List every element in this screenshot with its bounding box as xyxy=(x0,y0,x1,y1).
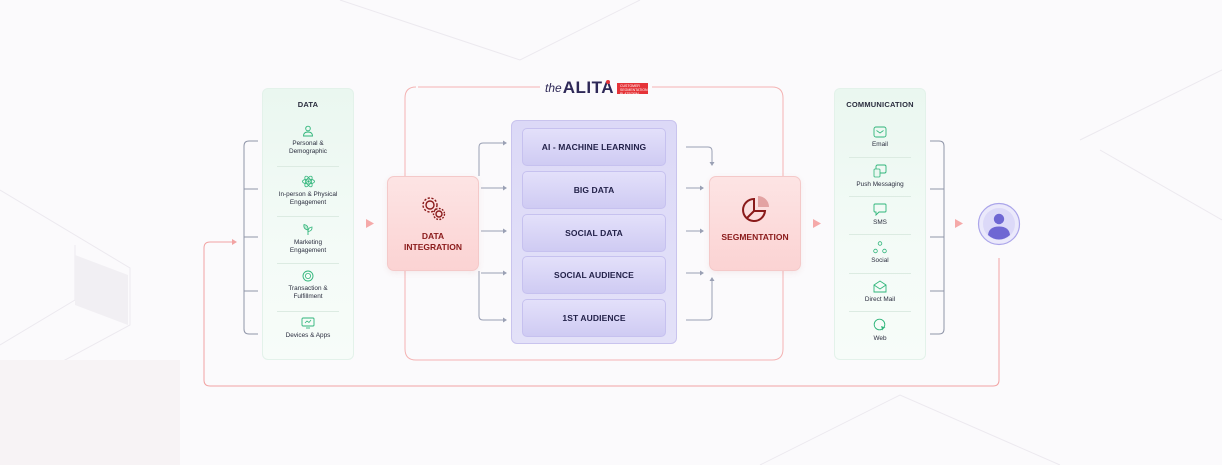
data-item-label: Transaction &Fulfillment xyxy=(288,285,328,300)
comm-item-label: SMS xyxy=(873,219,887,226)
user-avatar-icon xyxy=(977,202,1021,246)
comm-item-sms: SMS xyxy=(843,203,917,227)
data-item-transaction: Transaction &Fulfillment xyxy=(271,270,345,301)
stack-item-1st-audience: 1ST AUDIENCE xyxy=(522,299,666,337)
data-item-personal: Personal &Demographic xyxy=(271,125,345,156)
divider xyxy=(277,311,339,312)
integration-connectors xyxy=(478,142,503,321)
communication-bracket xyxy=(930,140,945,335)
monitor-icon xyxy=(301,317,315,329)
comm-item-label: Email xyxy=(872,141,888,148)
stack-item-social-audience: SOCIAL AUDIENCE xyxy=(522,256,666,294)
social-icon xyxy=(873,241,887,254)
integration-arrowheads xyxy=(503,140,507,323)
segmentation-arrowheads xyxy=(700,162,715,281)
stack-item-big-data: BIG DATA xyxy=(522,171,666,209)
comm-item-push: Push Messaging xyxy=(843,164,917,189)
comm-item-label: Direct Mail xyxy=(864,296,896,303)
sms-icon xyxy=(873,203,887,216)
data-item-devices: Devices & Apps xyxy=(271,317,345,340)
divider xyxy=(849,234,911,235)
stack-item-social-data: SOCIAL DATA xyxy=(522,214,666,252)
divider xyxy=(849,273,911,274)
feedback-arrowhead xyxy=(232,239,237,245)
direct-mail-icon xyxy=(873,280,887,293)
data-panel: DATA Personal &Demographic In-person & P… xyxy=(262,88,354,360)
data-item-label: Devices & Apps xyxy=(285,332,331,339)
gears-icon xyxy=(422,197,446,221)
coin-icon xyxy=(302,270,314,282)
stack-item-ai-ml: AI - MACHINE LEARNING xyxy=(522,128,666,166)
atom-icon xyxy=(301,175,315,188)
email-icon xyxy=(873,126,887,138)
communication-panel: COMMUNICATION Email Push Messaging SMS xyxy=(834,88,926,360)
divider xyxy=(277,263,339,264)
background-block xyxy=(75,255,128,325)
communication-panel-title: COMMUNICATION xyxy=(846,100,914,109)
flow-arrows xyxy=(366,219,963,228)
push-message-icon xyxy=(873,164,887,178)
comm-item-web: Web xyxy=(843,318,917,343)
person-icon xyxy=(303,125,313,137)
web-icon xyxy=(873,318,886,331)
brand-name: ALITA xyxy=(562,78,614,97)
background-shape xyxy=(0,360,180,465)
segmentation-box: SEGMENTATION xyxy=(709,176,801,271)
data-bracket xyxy=(243,140,258,335)
platform-frame xyxy=(404,86,784,361)
data-item-label: Personal &Demographic xyxy=(288,140,327,155)
comm-item-label: Social xyxy=(871,257,889,264)
pie-chart-icon xyxy=(742,196,769,222)
comm-item-social: Social xyxy=(843,241,917,265)
segmentation-connectors xyxy=(686,146,713,321)
divider xyxy=(277,216,339,217)
data-panel-title: DATA xyxy=(297,100,319,109)
divider xyxy=(849,196,911,197)
comm-item-direct-mail: Direct Mail xyxy=(843,280,917,304)
brand-logo: the ALITA CUSTOMER SEGMENTATION PLATFORM xyxy=(543,78,652,97)
comm-item-label: Web xyxy=(873,335,887,342)
divider xyxy=(277,166,339,167)
brand-tagline: CUSTOMER SEGMENTATION PLATFORM xyxy=(616,82,648,94)
divider xyxy=(849,311,911,312)
divider xyxy=(849,157,911,158)
platform-stack: AI - MACHINE LEARNING BIG DATA SOCIAL DA… xyxy=(511,120,677,344)
brand-dot xyxy=(606,80,610,84)
segmentation-label: SEGMENTATION xyxy=(721,232,789,242)
feedback-loop-line xyxy=(203,241,1000,387)
brand-prefix: the xyxy=(545,81,562,95)
plant-icon xyxy=(303,224,313,235)
comm-item-email: Email xyxy=(843,126,917,149)
comm-item-label: Push Messaging xyxy=(856,181,904,188)
